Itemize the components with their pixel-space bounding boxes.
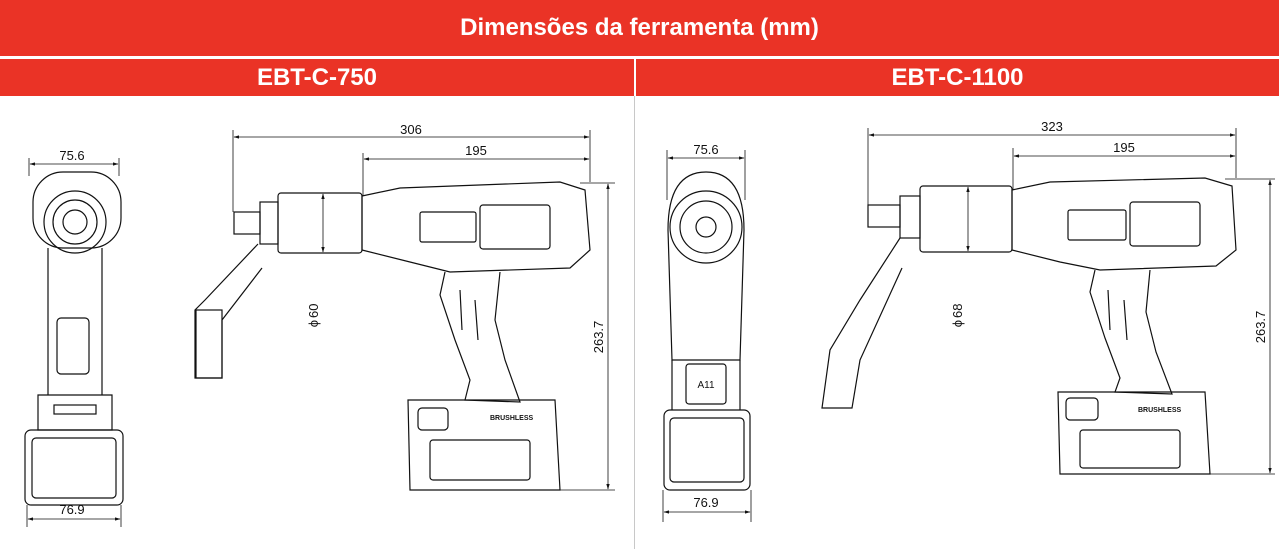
dim-front-top-750: 75.6 <box>59 148 84 163</box>
front-badge-1100: A11 <box>697 380 714 391</box>
dim-front-bottom-1100: 76.9 <box>693 495 718 510</box>
dim-body-750: 195 <box>465 143 487 158</box>
dim-body-1100: 195 <box>1113 140 1135 155</box>
model-header-right: EBT-C-1100 <box>636 59 1279 96</box>
dim-front-bottom-750: 76.9 <box>59 502 84 517</box>
diameter-symbol-750: ϕ <box>306 320 321 327</box>
side-view-750 <box>194 181 591 491</box>
side-view-1100 <box>821 177 1237 475</box>
dim-front-top-1100: 75.6 <box>693 142 718 157</box>
front-dims-1100 <box>662 150 752 522</box>
front-dims-750 <box>26 158 122 527</box>
model-header-left: EBT-C-750 <box>0 59 634 96</box>
side-dims-750 <box>232 130 615 491</box>
dim-diameter-1100: 68 <box>950 304 965 318</box>
front-view-1100 <box>663 171 751 491</box>
page-title: Dimensões da ferramenta (mm) <box>0 0 1279 56</box>
front-view-750 <box>24 171 124 506</box>
side-dims-1100 <box>867 128 1275 475</box>
battery-label-750: BRUSHLESS <box>490 415 534 422</box>
battery-label-1100: BRUSHLESS <box>1138 407 1182 414</box>
dim-height-1100: 263.7 <box>1253 311 1268 344</box>
dim-overall-750: 306 <box>400 122 422 137</box>
diameter-symbol-1100: ϕ <box>950 320 965 327</box>
dim-height-750: 263.7 <box>591 321 606 354</box>
dim-overall-1100: 323 <box>1041 119 1063 134</box>
dim-diameter-750: 60 <box>306 304 321 318</box>
panel-divider <box>634 96 635 549</box>
